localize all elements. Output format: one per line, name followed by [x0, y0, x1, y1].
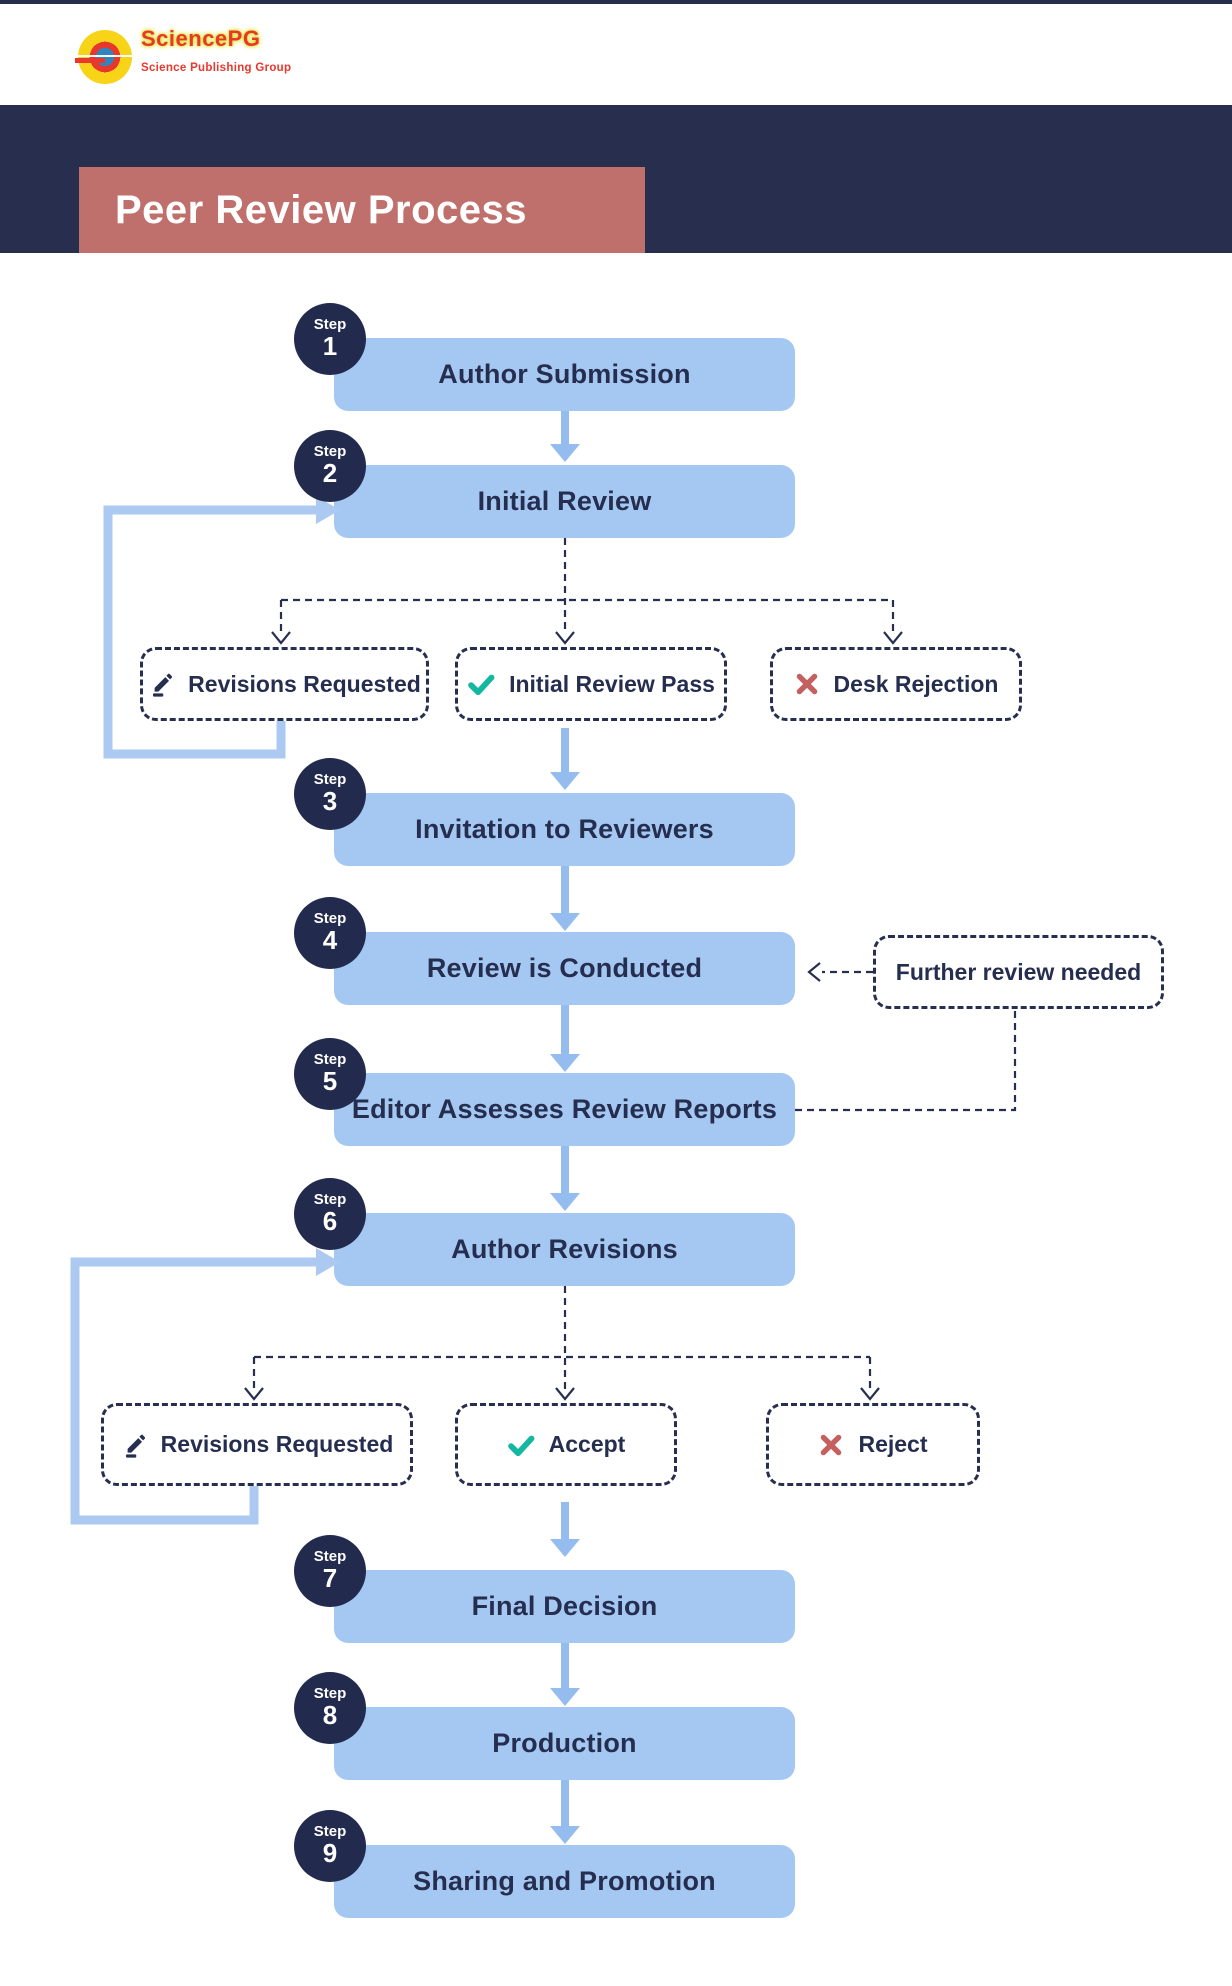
step-number: 3: [322, 786, 338, 817]
flow-arrows: [550, 411, 580, 1844]
flow-box-final-decision: Final Decision: [334, 1570, 795, 1643]
flow-box-invitation-reviewers: Invitation to Reviewers: [334, 793, 795, 866]
x-icon: [794, 671, 820, 697]
page-title: Peer Review Process: [115, 187, 527, 232]
flow-box-label: Author Revisions: [451, 1234, 678, 1264]
branch-label: Accept: [548, 1431, 626, 1457]
flow-box-label: Author Submission: [438, 359, 691, 389]
step-word: Step: [313, 1823, 347, 1841]
step-word: Step: [313, 910, 347, 928]
flow-box-initial-review: Initial Review: [334, 465, 795, 538]
step-word: Step: [313, 1191, 347, 1209]
flow-box-label: Production: [492, 1728, 637, 1758]
logo-equator-line: [78, 55, 132, 57]
flow-box-production: Production: [334, 1707, 795, 1780]
branch-initial-review-pass: Initial Review Pass: [455, 647, 727, 721]
loop-revisions-to-initial-review: [103, 505, 316, 759]
branch-revisions-requested-1: Revisions Requested: [140, 647, 429, 721]
flow-box-label: Sharing and Promotion: [413, 1866, 716, 1896]
check-icon: [507, 1431, 535, 1459]
flow-box-label: Initial Review: [477, 486, 652, 516]
chevron-into-review-conducted: [807, 962, 821, 982]
flow-box-label: Review is Conducted: [426, 953, 703, 983]
flow-box-label: Final Decision: [471, 1591, 658, 1621]
flow-box-author-revisions: Author Revisions: [334, 1213, 795, 1286]
branch-revisions-requested-2: Revisions Requested: [101, 1403, 413, 1486]
step-number: 6: [322, 1206, 338, 1237]
top-accent-strip: [0, 0, 1232, 4]
chevrons-initial-review: [271, 631, 903, 645]
x-icon: [818, 1432, 844, 1458]
loop-arrowhead-author-revisions: [316, 1248, 340, 1276]
step-number: 4: [322, 925, 338, 956]
branch-label: Revisions Requested: [160, 1431, 394, 1457]
branch-label: Initial Review Pass: [509, 670, 715, 697]
logo-equator-bar: [75, 58, 105, 63]
step-number: 2: [322, 458, 338, 489]
branch-desk-rejection: Desk Rejection: [770, 647, 1022, 721]
flow-box-author-submission: Author Submission: [334, 338, 795, 411]
branch-reject: Reject: [766, 1403, 980, 1486]
step-number: 8: [322, 1700, 338, 1731]
step-number: 5: [322, 1066, 338, 1097]
dashed-further-review-route: [795, 970, 1017, 1112]
chevrons-author-revisions: [244, 1387, 880, 1401]
dashed-split-initial-review: [279, 538, 895, 634]
step-word: Step: [313, 316, 347, 334]
step-number: 9: [322, 1838, 338, 1869]
flow-box-sharing-promotion: Sharing and Promotion: [334, 1845, 795, 1918]
check-icon: [467, 670, 495, 698]
note-further-review-needed: Further review needed: [873, 935, 1164, 1009]
step-number: 1: [322, 331, 338, 362]
branch-label: Reject: [858, 1431, 928, 1457]
flow-box-review-conducted: Review is Conducted: [334, 932, 795, 1005]
step-word: Step: [313, 1548, 347, 1566]
note-label: Further review needed: [895, 958, 1142, 985]
pencil-icon: [148, 671, 174, 697]
brand-name: SciencePG: [141, 26, 261, 51]
dashed-split-author-revisions: [252, 1286, 872, 1390]
branch-label: Revisions Requested: [188, 670, 421, 697]
branch-accept: Accept: [455, 1403, 677, 1486]
loop-arrowhead-initial-review: [316, 496, 340, 524]
step-word: Step: [313, 1685, 347, 1703]
flow-box-label: Editor Assesses Review Reports: [351, 1094, 778, 1124]
loop-revisions-to-author-revisions: [70, 1257, 316, 1525]
flow-box-editor-assesses: Editor Assesses Review Reports: [334, 1073, 795, 1146]
step-word: Step: [313, 443, 347, 461]
brand-tagline: Science Publishing Group: [141, 62, 292, 74]
step-number: 7: [322, 1563, 338, 1594]
sciencepg-logo-icon: [75, 30, 132, 84]
step-word: Step: [313, 771, 347, 789]
step-word: Step: [313, 1051, 347, 1069]
pencil-icon: [121, 1432, 147, 1458]
flow-box-label: Invitation to Reviewers: [415, 814, 714, 844]
branch-label: Desk Rejection: [833, 670, 999, 697]
title-box: Peer Review Process: [79, 167, 645, 253]
